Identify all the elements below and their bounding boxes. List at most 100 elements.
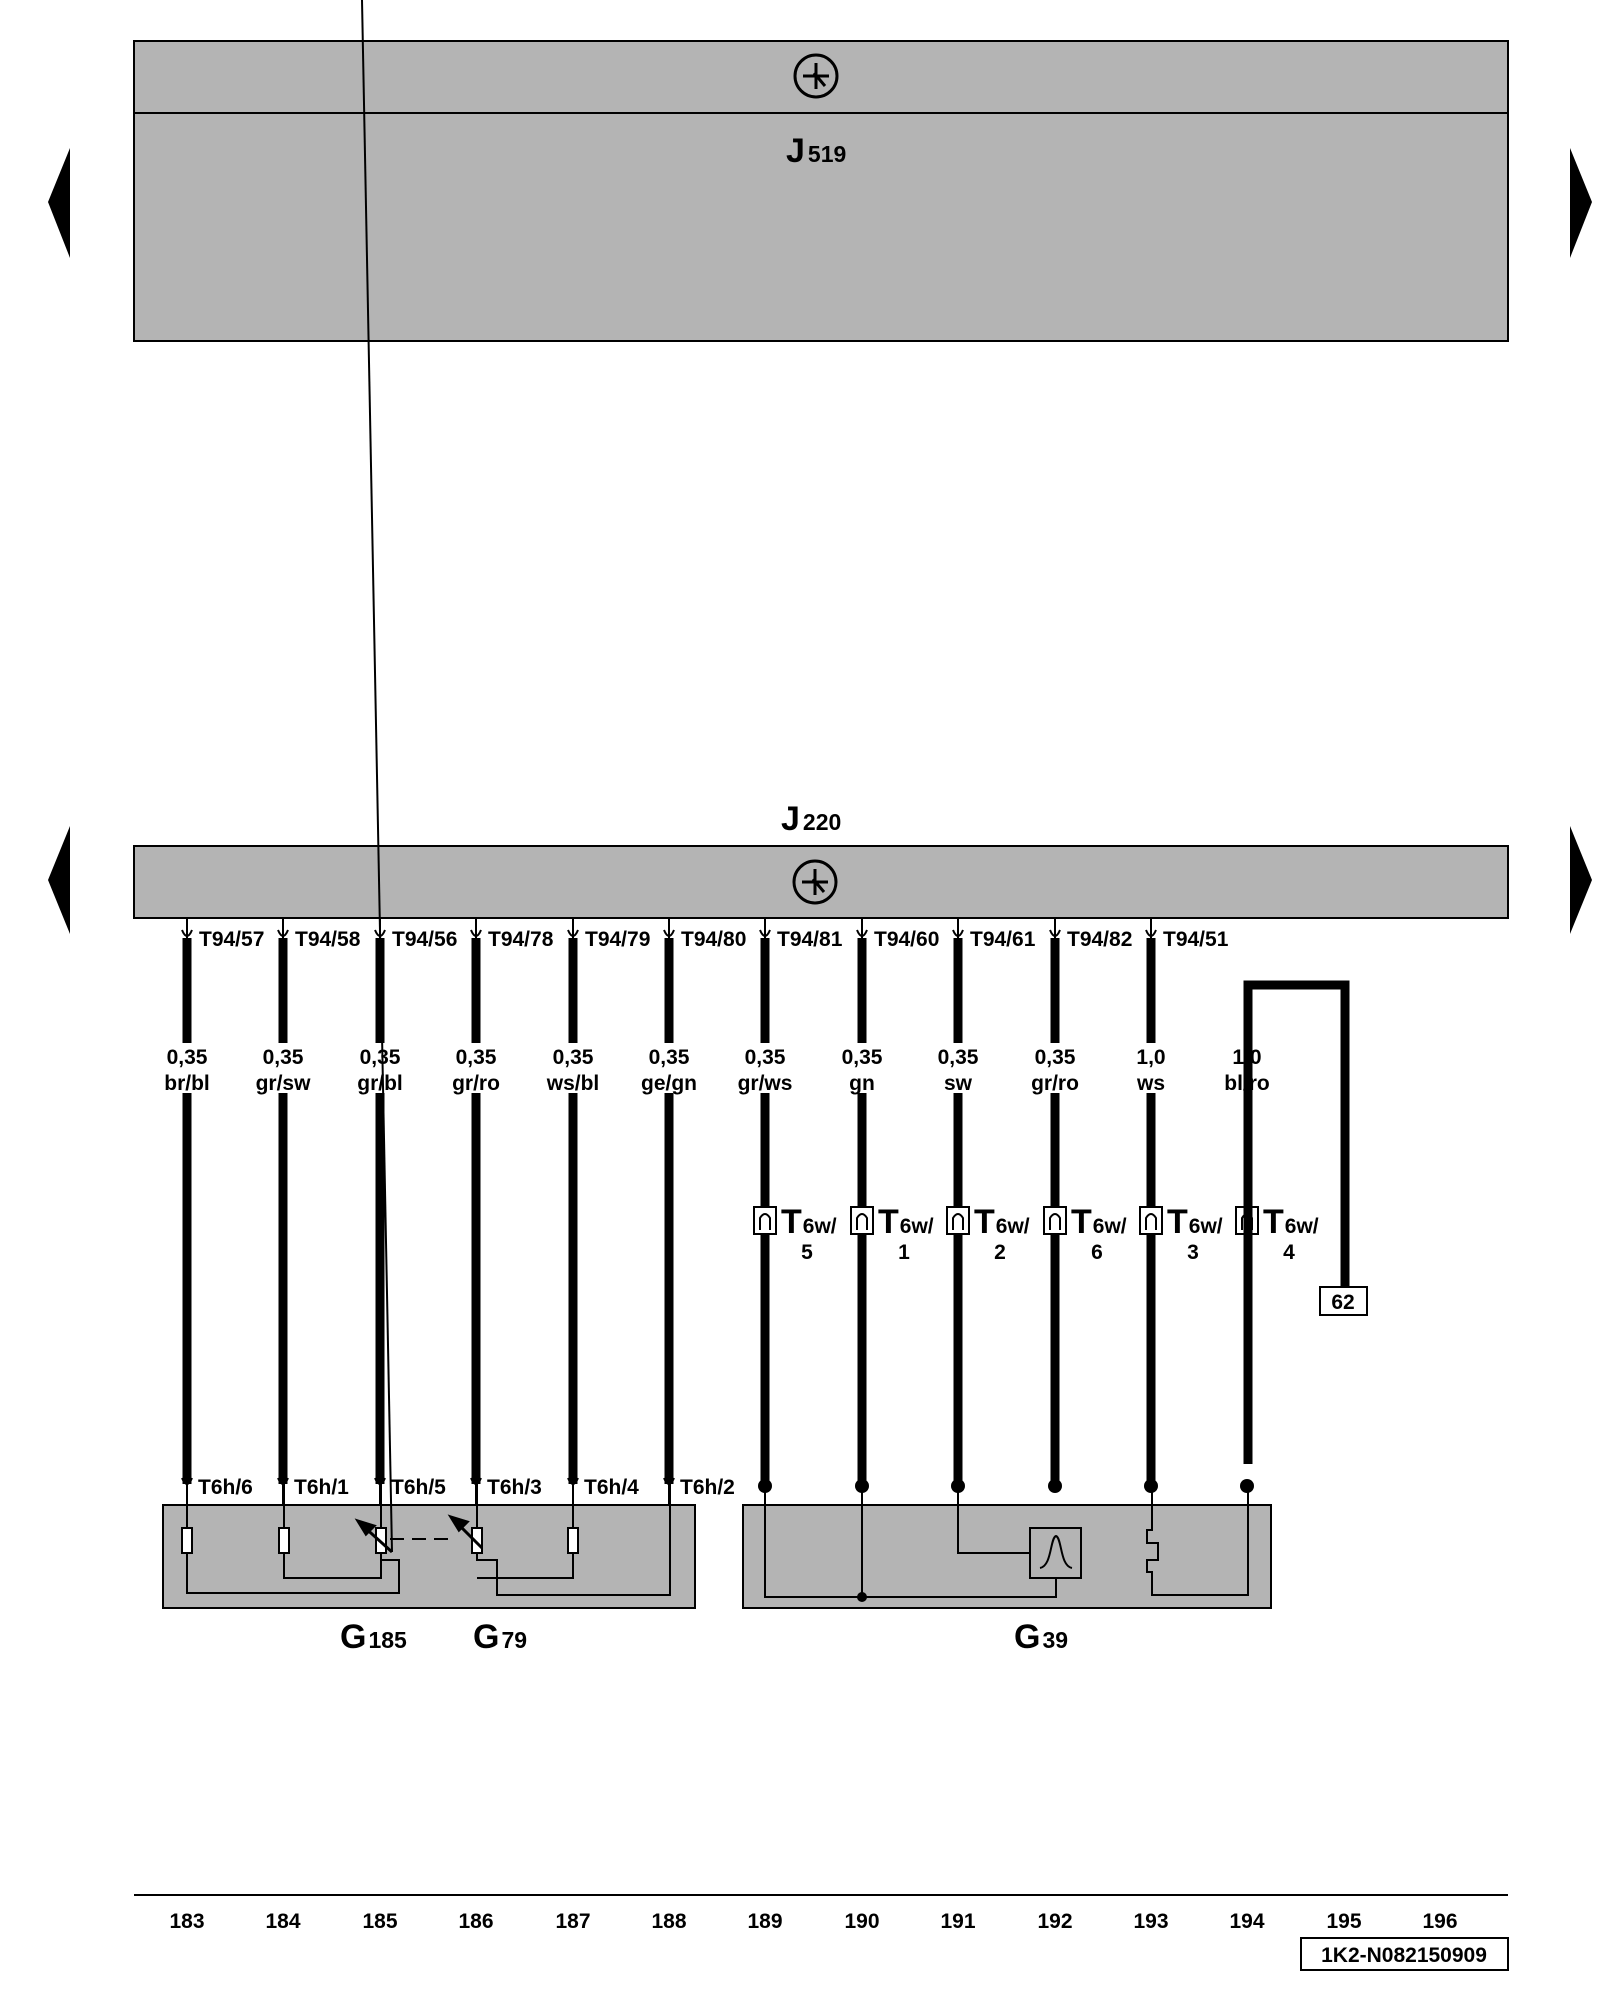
column-number: 193	[1133, 1910, 1168, 1933]
wire-color: ge/gn	[641, 1072, 697, 1095]
connector-arrow-icon	[1145, 1213, 1157, 1230]
wire-label-bg	[346, 1043, 414, 1093]
column-number: 189	[747, 1910, 782, 1933]
triangle-left-icon[interactable]	[48, 826, 70, 934]
pin-label-top: T94/82	[1067, 928, 1132, 951]
pin-label-top: T94/79	[585, 928, 650, 951]
connector-arrow-icon	[856, 1213, 868, 1230]
component-label-g39: G39	[1014, 1618, 1068, 1656]
wire-color: br/bl	[164, 1072, 210, 1095]
connector-icon	[1043, 1206, 1067, 1235]
pin-label-bottom: T6h/6	[198, 1476, 253, 1499]
column-number: 187	[555, 1910, 590, 1933]
potentiometer-arrow-icon	[354, 0, 484, 1554]
connector-label: T6w/	[1263, 1203, 1319, 1241]
module-j519-body	[133, 112, 1509, 342]
column-number: 184	[265, 1910, 300, 1933]
connector-arrow-icon	[759, 1213, 771, 1230]
transistor-symbol-icon	[793, 53, 839, 99]
reference-box-62-text: 62	[1331, 1291, 1354, 1314]
junction-dot	[857, 1592, 867, 1602]
triangle-right-icon[interactable]	[1570, 826, 1592, 934]
wire-color: gr/sw	[256, 1072, 312, 1095]
wire-label-bg	[924, 1043, 992, 1093]
wire-color: gn	[849, 1072, 875, 1095]
triangle-right-icon[interactable]	[1570, 148, 1592, 258]
column-number: 191	[940, 1910, 975, 1933]
column-number: 188	[651, 1910, 686, 1933]
connector-icon	[753, 1206, 777, 1235]
pin-label-top: T94/51	[1163, 928, 1229, 951]
column-number: 192	[1037, 1910, 1072, 1933]
component-g185-g79-box	[162, 1504, 696, 1609]
pin-label-bottom: T6h/1	[294, 1476, 349, 1499]
wire-label-bg	[828, 1043, 896, 1093]
wire-label-bg	[731, 1043, 799, 1093]
pin-label-bottom: T6h/5	[391, 1476, 446, 1499]
wire-size: 0,35	[167, 1046, 208, 1069]
wire-label-bg	[1117, 1043, 1185, 1093]
pin-label-bottom: T6h/2	[680, 1476, 735, 1499]
pin-label-top: T94/81	[777, 928, 843, 951]
wire-color: gr/ro	[452, 1072, 500, 1095]
wire-label-bg	[635, 1043, 703, 1093]
reference-box-62	[1319, 1286, 1368, 1316]
wire-color: gr/bl	[357, 1072, 403, 1095]
wire-size: 0,35	[842, 1046, 883, 1069]
wire-size: 0,35	[360, 1046, 401, 1069]
connector-arrow-icon	[952, 1213, 964, 1230]
connector-label: T6w/	[1167, 1203, 1223, 1241]
g39-internal-circuit	[764, 1484, 1249, 1598]
connector-pin: 3	[1187, 1241, 1199, 1264]
pin-label-top: T94/57	[199, 928, 264, 951]
pin-label-top: T94/61	[970, 928, 1036, 951]
pin-label-top: T94/60	[874, 928, 939, 951]
column-number: 196	[1422, 1910, 1457, 1933]
connector-icon	[1139, 1206, 1163, 1235]
column-number: 185	[362, 1910, 397, 1933]
wire-size: 0,35	[938, 1046, 979, 1069]
wire-color: sw	[944, 1072, 973, 1095]
component-label-g79: G79	[473, 1618, 527, 1656]
pin-label-top: T94/80	[681, 928, 746, 951]
connector-pin: 2	[994, 1241, 1006, 1264]
connector-label: T6w/	[1071, 1203, 1127, 1241]
wire-label-bg	[153, 1043, 221, 1093]
column-number: 190	[844, 1910, 879, 1933]
wire-size: 0,35	[456, 1046, 497, 1069]
wire-label-bg	[1021, 1043, 1089, 1093]
pin-label-bottom: T6h/3	[487, 1476, 542, 1499]
wire-size: 1,0	[1136, 1046, 1165, 1069]
component-g39-box	[742, 1504, 1272, 1609]
pin-label-top: T94/56	[392, 928, 457, 951]
doc-code: 1K2-N082150909	[1321, 1944, 1487, 1967]
doc-code-box	[1300, 1937, 1509, 1971]
connector-pin: 4	[1283, 1241, 1295, 1264]
connector-icon	[946, 1206, 970, 1235]
column-number: 186	[458, 1910, 493, 1933]
wire-size: 0,35	[553, 1046, 594, 1069]
wire-size: 0,35	[263, 1046, 304, 1069]
wire-label-bg	[442, 1043, 510, 1093]
sensor-element-icon	[1029, 1527, 1082, 1579]
wire-size: 0,35	[745, 1046, 786, 1069]
transistor-symbol-icon	[792, 859, 838, 905]
wire-size: 0,35	[649, 1046, 690, 1069]
connector-label: T6w/	[878, 1203, 934, 1241]
connector-pin: 5	[801, 1241, 813, 1264]
wire-color: ws/bl	[546, 1072, 600, 1095]
wire-loop-62	[1243, 980, 1350, 1464]
column-number: 195	[1326, 1910, 1361, 1933]
connector-icon	[850, 1206, 874, 1235]
column-numbers: 183 184 185 186 187 188 189 190 191 192 193 194 195 1…	[169, 1910, 1457, 1933]
pin-label-top: T94/78	[488, 928, 554, 951]
pin-label-bottom: T6h/4	[584, 1476, 639, 1499]
component-label-g185: G185	[340, 1618, 407, 1656]
column-number: 183	[169, 1910, 204, 1933]
column-number: 194	[1229, 1910, 1264, 1933]
connector-label: T6w/	[974, 1203, 1030, 1241]
triangle-left-icon[interactable]	[48, 148, 70, 258]
connector-label: T6w/	[781, 1203, 837, 1241]
